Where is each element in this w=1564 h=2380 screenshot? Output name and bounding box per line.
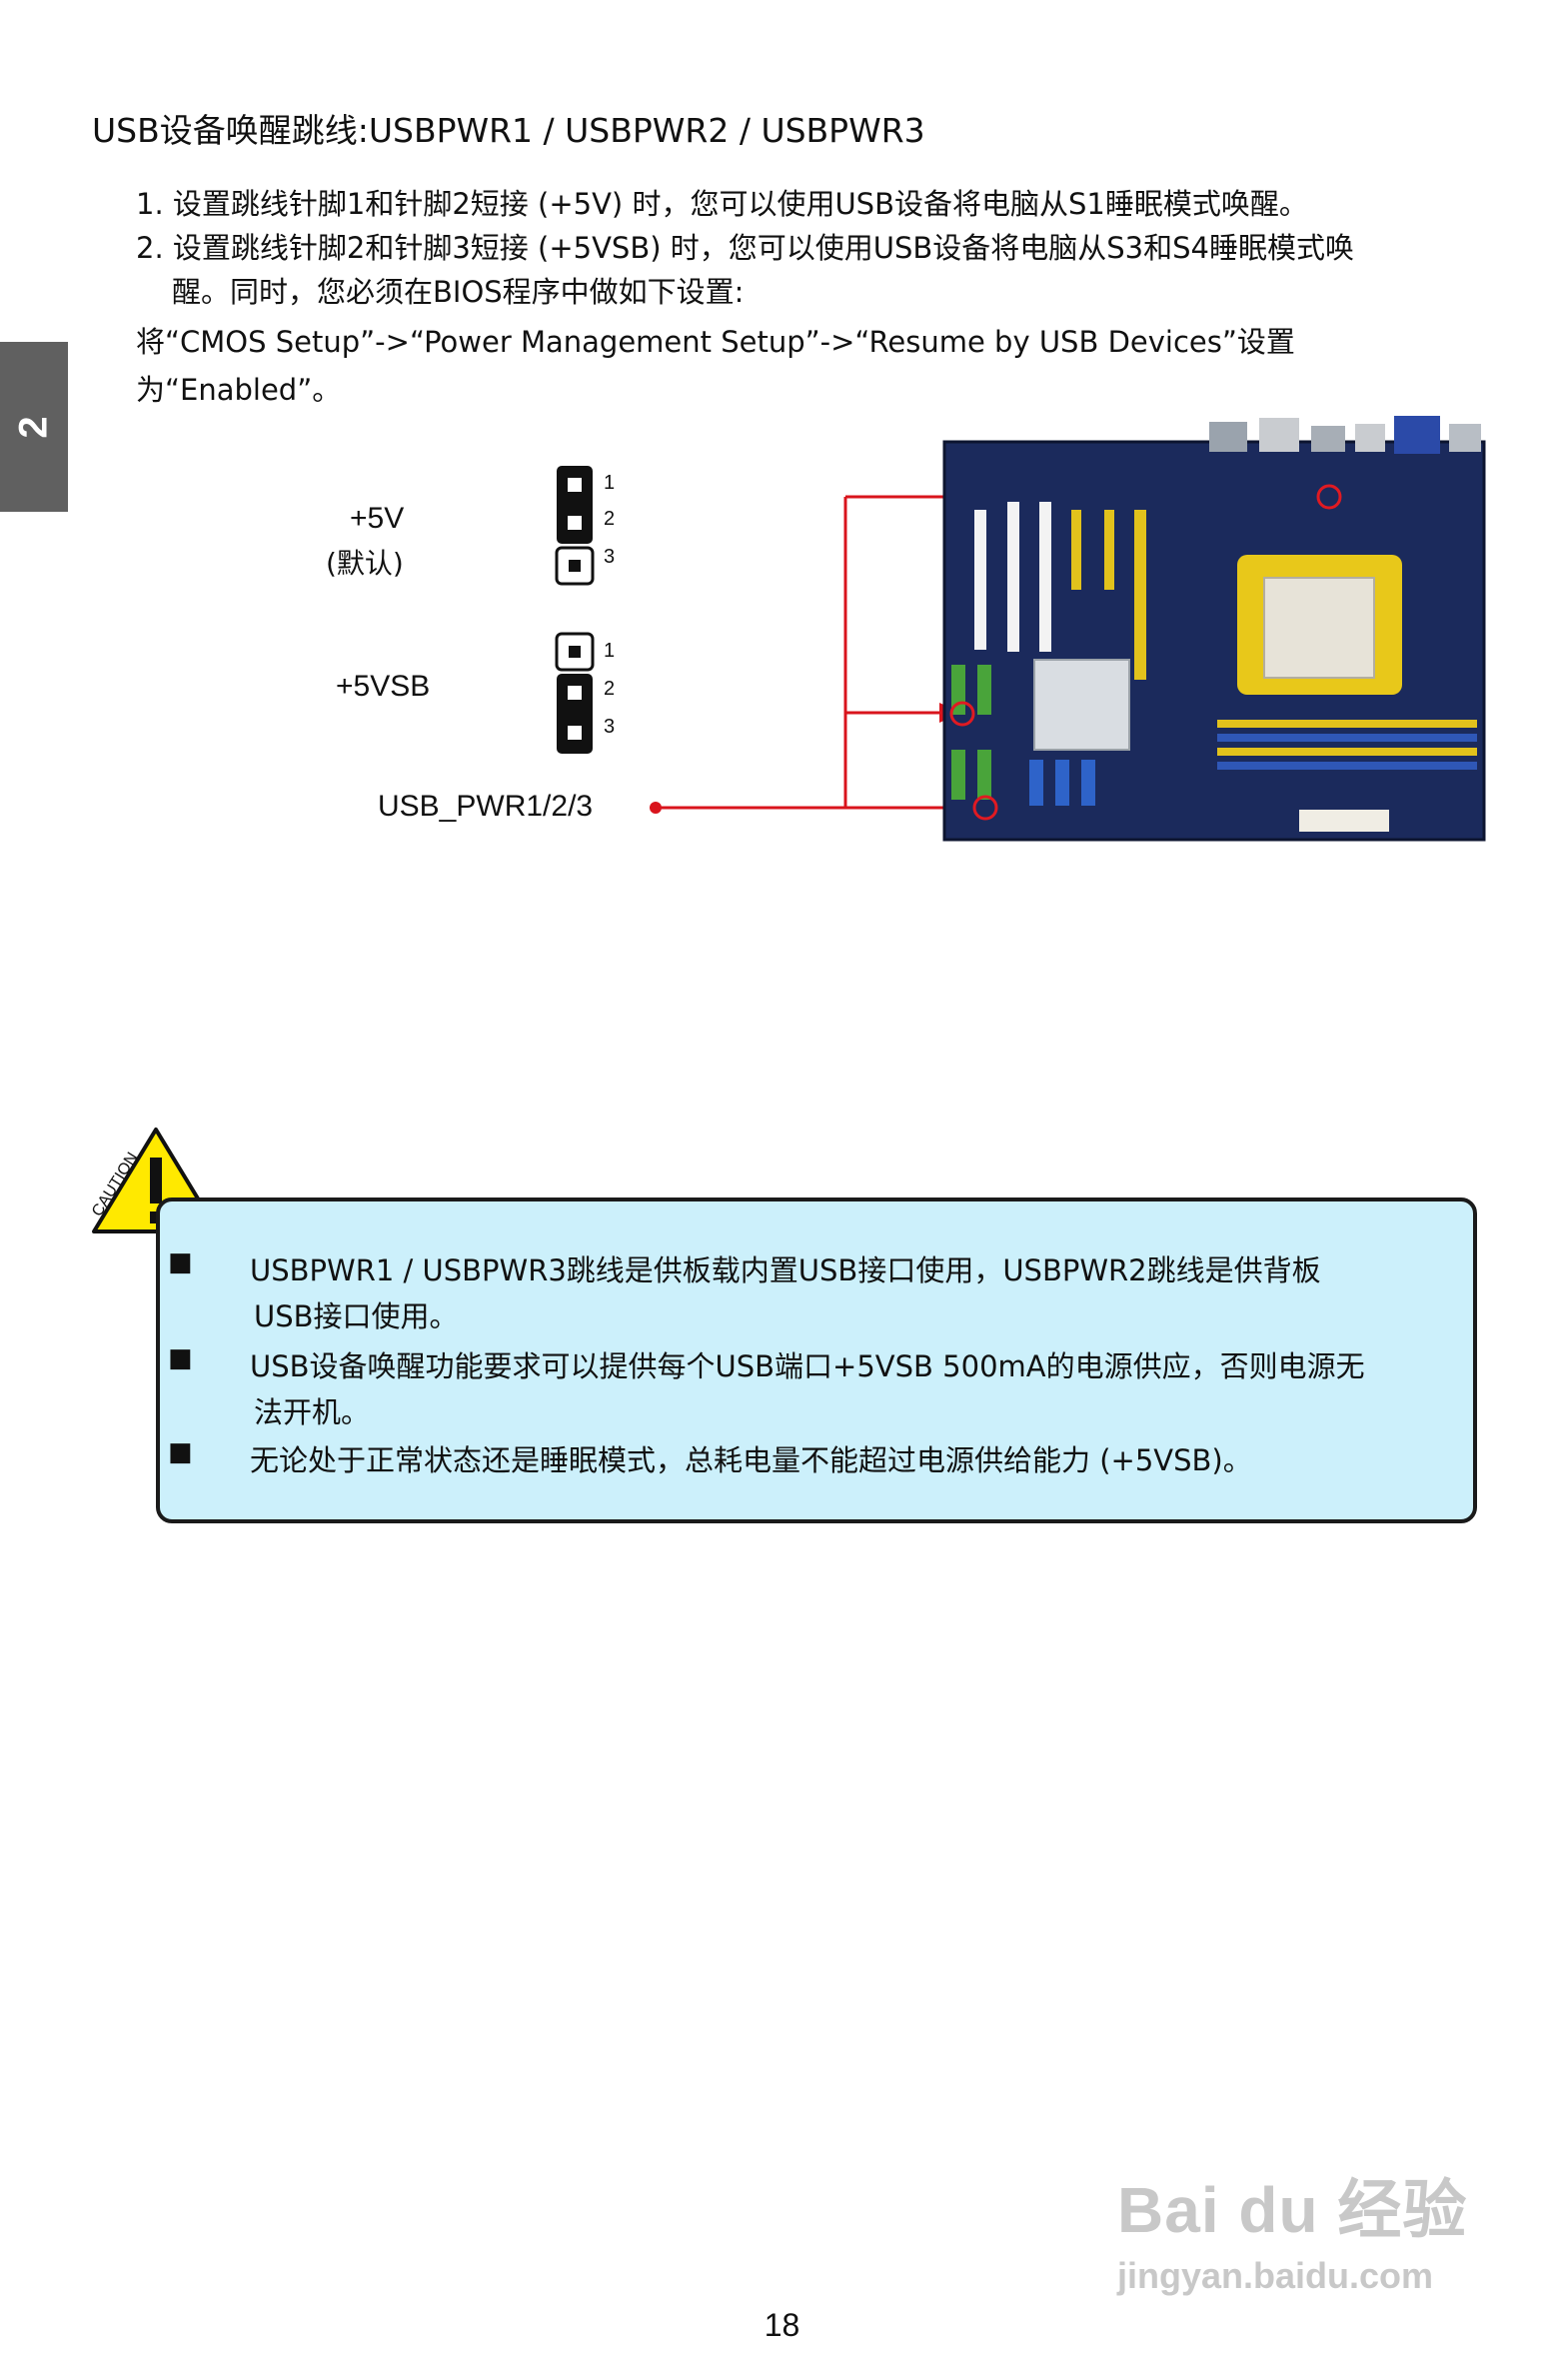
- instruction-1: 1. 设置跳线针脚1和针脚2短接 (+5V) 时，您可以使用USB设备将电脑从S…: [136, 187, 1308, 221]
- pin-number: 2: [604, 508, 616, 530]
- chapter-tab: 2: [0, 342, 68, 512]
- instruction-2: 2. 设置跳线针脚2和针脚3短接 (+5VSB) 时，您可以使用USB设备将电脑…: [136, 231, 1354, 265]
- chapter-number: 2: [11, 415, 56, 439]
- section-heading: USB设备唤醒跳线:USBPWR1 / USBPWR2 / USBPWR3: [92, 111, 925, 150]
- caution-line-2-cont: 法开机。: [254, 1395, 371, 1429]
- bios-setting-line-2: 为“Enabled”。: [136, 373, 342, 407]
- motherboard-diagram: [650, 416, 1486, 842]
- watermark-sub: jingyan.baidu.com: [1117, 2255, 1434, 2296]
- label-5vsb: +5VSB: [336, 670, 431, 703]
- caution-line-1-cont: USB接口使用。: [254, 1299, 459, 1333]
- label-connector: USB_PWR1/2/3: [378, 790, 594, 823]
- pin-number: 3: [604, 546, 616, 568]
- jumper-5vsb-icon: [555, 632, 595, 754]
- baidu-watermark: Bai du 经验 jingyan.baidu.com: [1117, 2159, 1467, 2297]
- pin-number: 1: [604, 472, 616, 494]
- label-default: (默认): [326, 547, 404, 580]
- bullet-icon: ■: [168, 1247, 193, 1277]
- pin-number: 1: [604, 640, 616, 662]
- instruction-2-cont: 醒。同时，您必须在BIOS程序中做如下设置:: [172, 275, 745, 309]
- caution-box: [156, 1197, 1477, 1523]
- caution-line-3: 无论处于正常状态还是睡眠模式，总耗电量不能超过电源供给能力 (+5VSB)。: [250, 1443, 1252, 1477]
- pin-number: 3: [604, 716, 616, 738]
- bullet-icon: ■: [168, 1343, 193, 1373]
- connector-dot: [650, 802, 662, 814]
- watermark-main: Bai du 经验: [1117, 2174, 1468, 2246]
- page-number: 18: [764, 2307, 800, 2343]
- bullet-icon: ■: [168, 1437, 193, 1467]
- jumper-5v-icon: [555, 466, 595, 586]
- motherboard-board: [942, 416, 1486, 842]
- bios-setting-line: 将“CMOS Setup”->“Power Management Setup”-…: [136, 325, 1295, 359]
- label-5v: +5V: [350, 502, 405, 535]
- caution-line-1: USBPWR1 / USBPWR3跳线是供板载内置USB接口使用，USBPWR2…: [250, 1253, 1321, 1287]
- pin-number: 2: [604, 678, 616, 700]
- caution-line-2: USB设备唤醒功能要求可以提供每个USB端口+5VSB 500mA的电源供应，否…: [250, 1349, 1365, 1383]
